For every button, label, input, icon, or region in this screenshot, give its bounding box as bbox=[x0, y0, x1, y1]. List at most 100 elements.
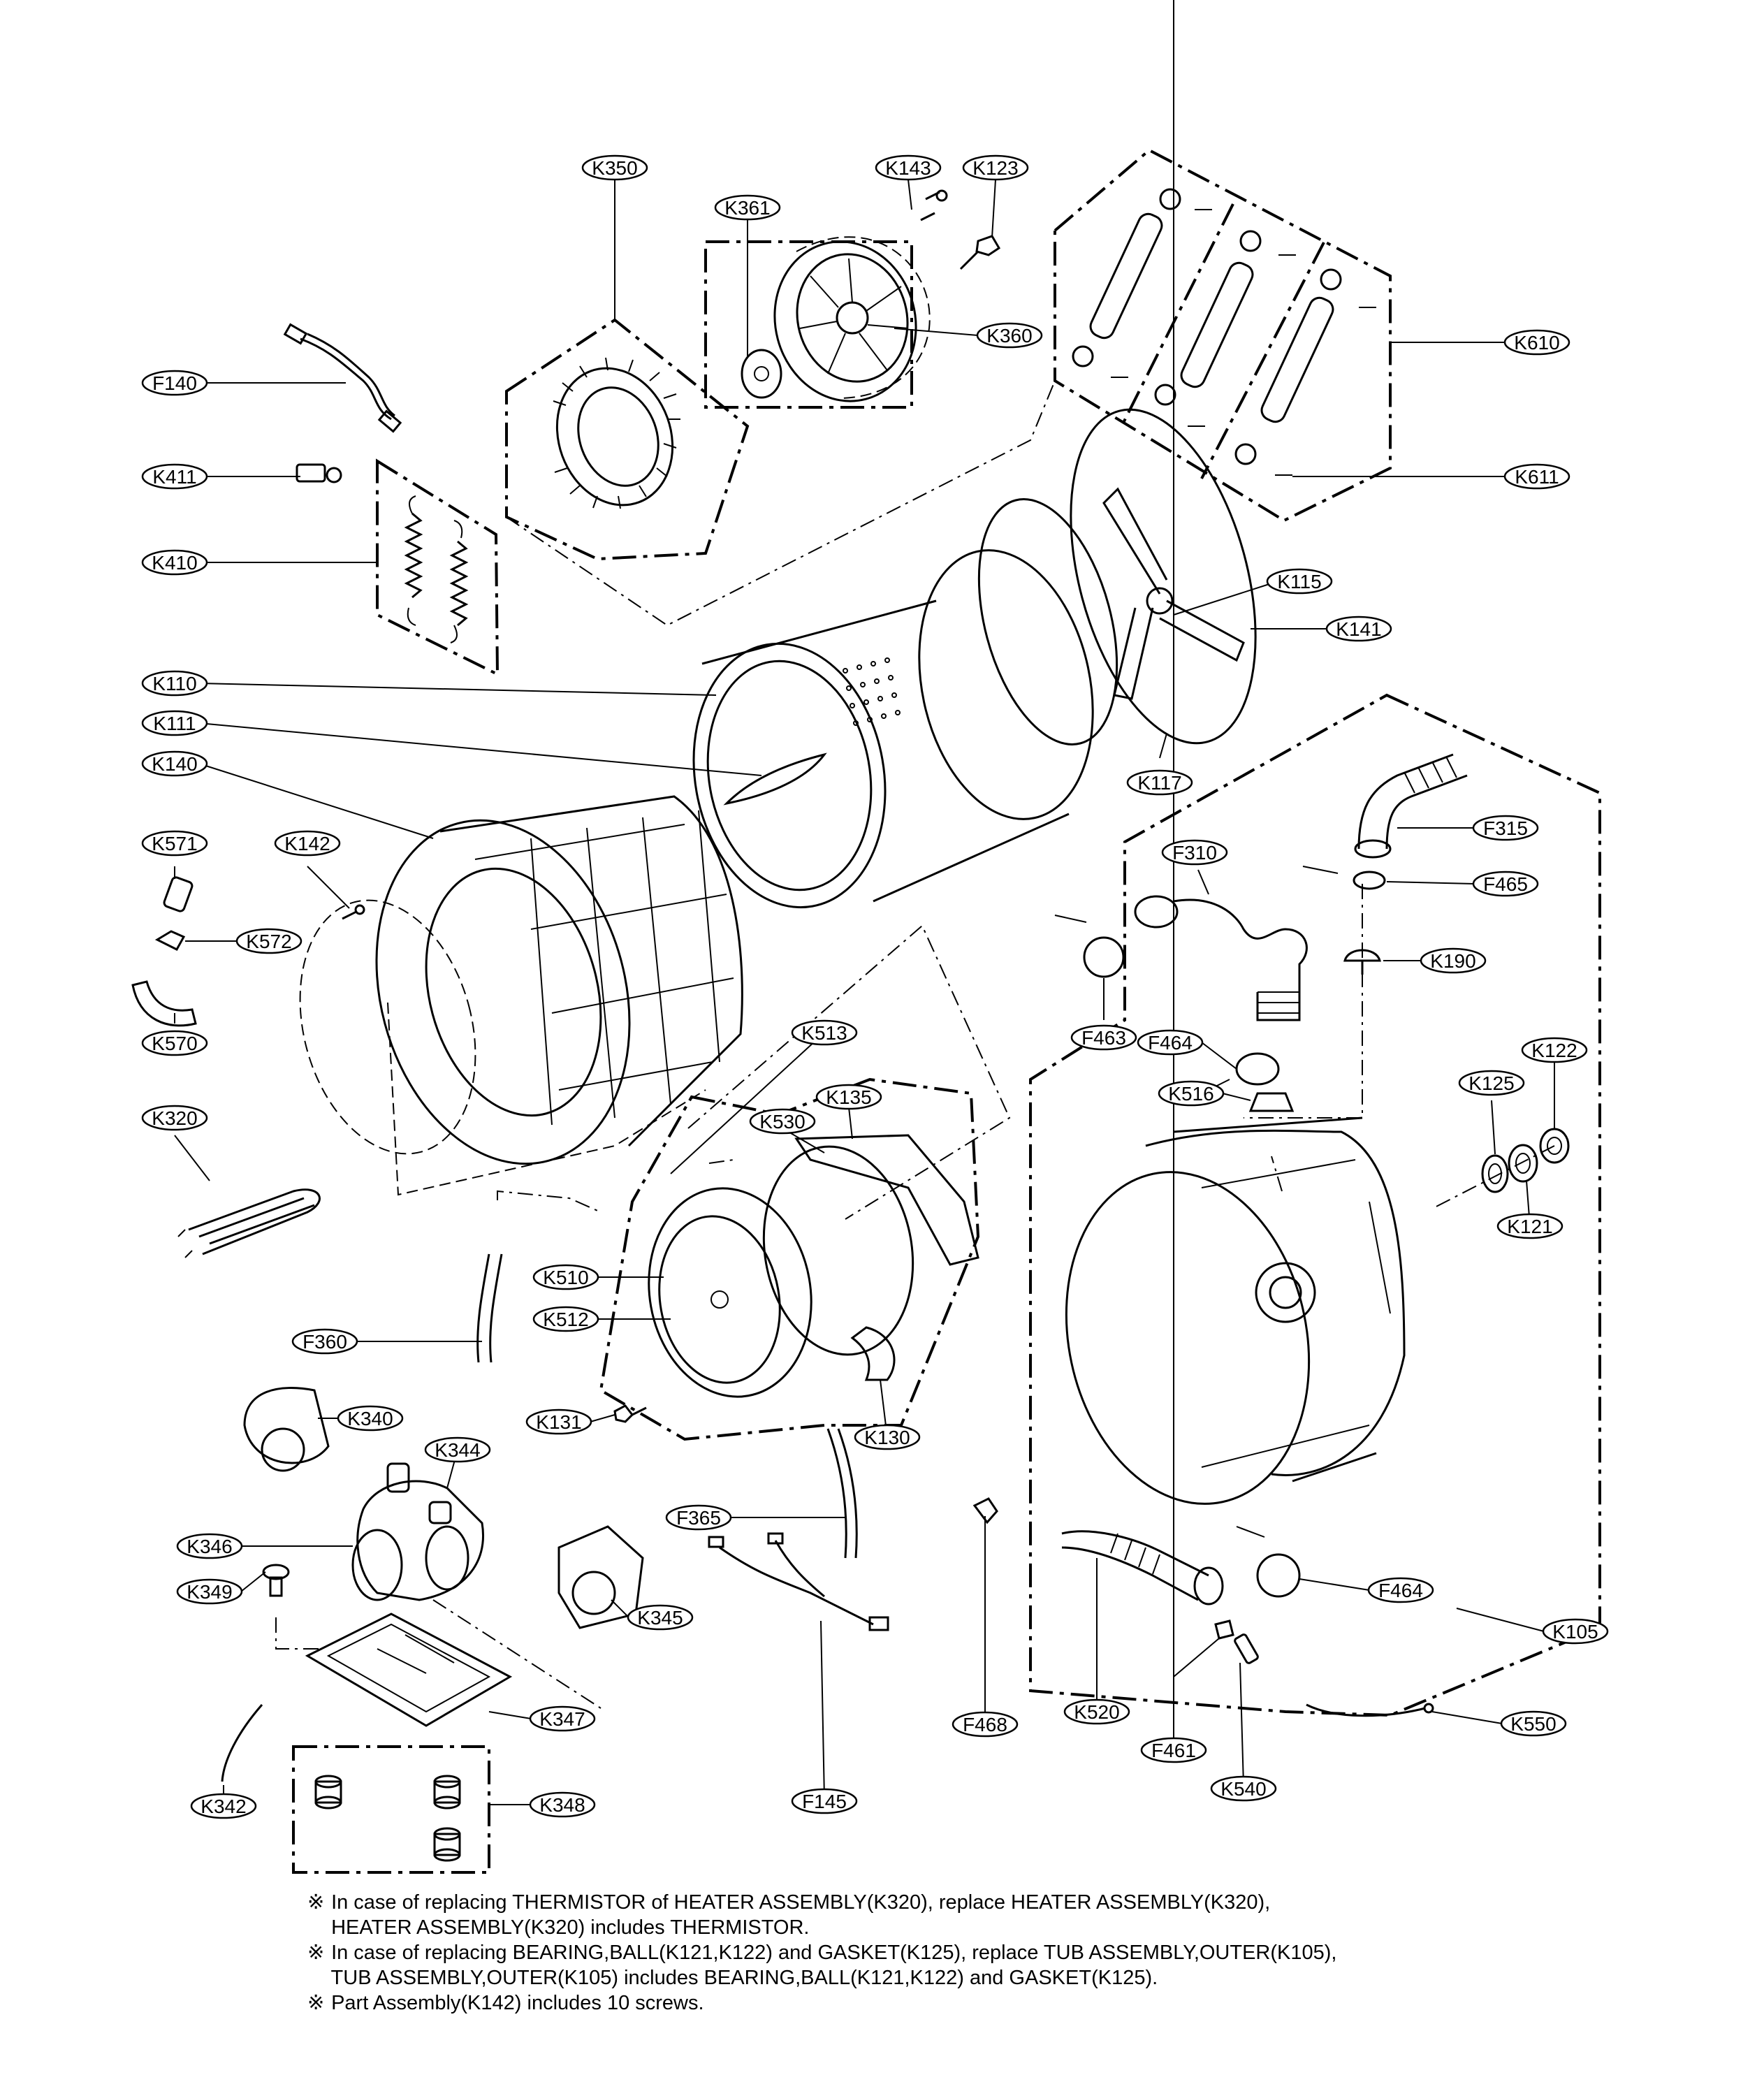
svg-text:K510: K510 bbox=[543, 1267, 588, 1288]
label-k115: K115 bbox=[1266, 568, 1333, 595]
k510-door-ring bbox=[648, 1187, 812, 1398]
svg-text:K117: K117 bbox=[1137, 772, 1181, 794]
note-mark: ※ bbox=[307, 1992, 325, 2014]
label-k340: K340 bbox=[337, 1405, 404, 1432]
k125-gasket bbox=[1481, 1154, 1509, 1193]
svg-text:K190: K190 bbox=[1430, 950, 1475, 972]
svg-text:K516: K516 bbox=[1168, 1083, 1213, 1105]
label-f463: F463 bbox=[1070, 1024, 1137, 1051]
f315-hose bbox=[1354, 753, 1468, 859]
k360-stator bbox=[773, 236, 931, 402]
svg-text:K125: K125 bbox=[1468, 1072, 1514, 1094]
label-k130: K130 bbox=[854, 1424, 921, 1450]
svg-text:F463: F463 bbox=[1081, 1027, 1126, 1049]
svg-text:F464: F464 bbox=[1148, 1032, 1193, 1054]
k530-gasket bbox=[762, 1145, 914, 1356]
label-k117: K117 bbox=[1126, 769, 1193, 796]
label-k342: K342 bbox=[190, 1793, 257, 1819]
svg-text:K540: K540 bbox=[1220, 1778, 1266, 1800]
svg-text:K142: K142 bbox=[284, 833, 330, 854]
label-k610: K610 bbox=[1503, 329, 1570, 356]
svg-text:F465: F465 bbox=[1483, 873, 1528, 895]
svg-text:K570: K570 bbox=[152, 1033, 197, 1054]
label-k512: K512 bbox=[532, 1306, 599, 1332]
svg-text:K520: K520 bbox=[1074, 1701, 1119, 1723]
k410-springs bbox=[404, 495, 469, 643]
svg-text:K131: K131 bbox=[536, 1411, 581, 1433]
label-k135: K135 bbox=[815, 1084, 882, 1110]
f140-wire-harness bbox=[283, 323, 402, 433]
svg-text:K410: K410 bbox=[152, 552, 197, 574]
f145-wire-harness bbox=[708, 1532, 889, 1631]
label-k410: K410 bbox=[141, 549, 208, 576]
leader-lines bbox=[174, 0, 1555, 1805]
k344-pump bbox=[351, 1462, 484, 1601]
k143-bolts bbox=[920, 189, 948, 221]
svg-text:K110: K110 bbox=[152, 673, 196, 694]
label-k520: K520 bbox=[1063, 1698, 1130, 1725]
label-k123: K123 bbox=[962, 154, 1029, 181]
svg-text:K111: K111 bbox=[153, 713, 196, 734]
svg-text:F461: F461 bbox=[1151, 1740, 1196, 1761]
label-f140: F140 bbox=[141, 370, 208, 396]
label-k141: K141 bbox=[1325, 616, 1392, 642]
k121-bearing bbox=[1508, 1144, 1538, 1183]
label-k361: K361 bbox=[714, 194, 781, 221]
svg-text:K135: K135 bbox=[826, 1086, 871, 1108]
part-labels: K350 K361 K143 K123 K360 K610 K611 F140 … bbox=[141, 154, 1609, 1819]
f360-hose bbox=[476, 1253, 503, 1363]
k349-screw bbox=[262, 1564, 290, 1597]
svg-text:K130: K130 bbox=[864, 1427, 910, 1448]
svg-text:K345: K345 bbox=[637, 1607, 683, 1629]
note-heater: ※ In case of replacing THERMISTOR of HEA… bbox=[307, 1890, 1635, 1915]
svg-text:K342: K342 bbox=[201, 1796, 246, 1817]
label-k550: K550 bbox=[1500, 1710, 1567, 1737]
label-k572: K572 bbox=[235, 928, 302, 954]
svg-text:K610: K610 bbox=[1514, 332, 1559, 354]
svg-text:K340: K340 bbox=[347, 1408, 393, 1429]
svg-text:F365: F365 bbox=[676, 1507, 721, 1529]
k135-bracket bbox=[794, 1134, 979, 1266]
note-bearing-line1: In case of replacing BEARING,BALL(K121,K… bbox=[331, 1942, 1337, 1964]
k123-bolt bbox=[959, 235, 1001, 270]
label-k143: K143 bbox=[875, 154, 942, 181]
svg-text:K572: K572 bbox=[246, 931, 291, 952]
f310-bellows bbox=[1134, 895, 1308, 1021]
label-k140: K140 bbox=[141, 750, 208, 777]
k190-valve bbox=[1343, 949, 1381, 975]
k570-elbow bbox=[131, 980, 197, 1027]
k550-sensor bbox=[1306, 1703, 1434, 1717]
k361-hub bbox=[741, 349, 782, 399]
k347-housing bbox=[305, 1612, 513, 1727]
k142-screw bbox=[342, 904, 365, 920]
group-k348-boundary bbox=[292, 1745, 490, 1874]
label-k125: K125 bbox=[1458, 1070, 1525, 1096]
group-k410-boundary bbox=[376, 458, 500, 677]
note-mark: ※ bbox=[307, 1891, 325, 1914]
note-bearing: ※ In case of replacing BEARING,BALL(K121… bbox=[307, 1940, 1635, 1965]
label-k347: K347 bbox=[529, 1705, 596, 1732]
label-f465: F465 bbox=[1472, 871, 1539, 897]
label-f145: F145 bbox=[791, 1788, 858, 1814]
svg-text:K360: K360 bbox=[986, 325, 1032, 347]
group-k610-boundary bbox=[1054, 148, 1392, 523]
k340-drain-motor bbox=[243, 1387, 330, 1472]
k610-dampers bbox=[1072, 188, 1376, 476]
label-f310: F310 bbox=[1161, 839, 1228, 866]
f465-clamp bbox=[1302, 866, 1386, 890]
svg-text:K344: K344 bbox=[435, 1439, 480, 1461]
svg-text:K550: K550 bbox=[1510, 1713, 1556, 1735]
note-heater-line2: HEATER ASSEMBLY(K320) includes THERMISTO… bbox=[331, 1916, 810, 1939]
label-k190: K190 bbox=[1420, 947, 1487, 974]
svg-text:K513: K513 bbox=[801, 1022, 847, 1044]
svg-text:F310: F310 bbox=[1172, 842, 1217, 864]
label-k344: K344 bbox=[424, 1436, 491, 1463]
label-k530: K530 bbox=[749, 1108, 816, 1135]
label-k570: K570 bbox=[141, 1030, 208, 1056]
k130-hinge bbox=[850, 1326, 896, 1381]
label-f360: F360 bbox=[291, 1328, 358, 1355]
note-screws-line1: Part Assembly(K142) includes 10 screws. bbox=[331, 1992, 704, 2014]
k516-cap bbox=[1248, 1092, 1295, 1112]
f365-hose bbox=[826, 1428, 858, 1559]
f468-clamp bbox=[972, 1497, 998, 1524]
